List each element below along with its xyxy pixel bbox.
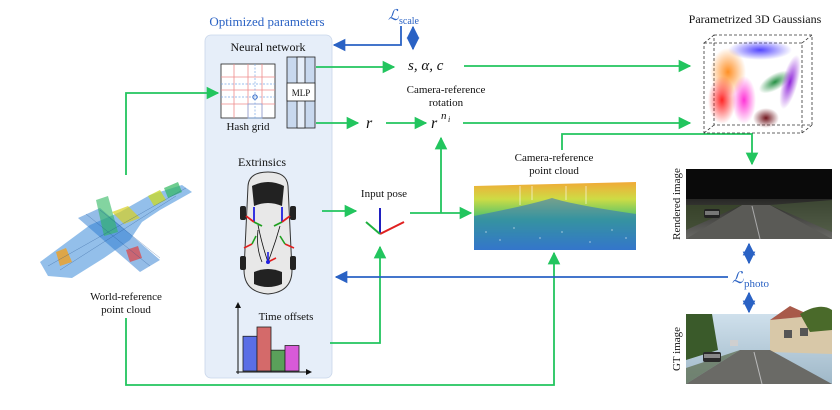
cam-ref-rotation-line1: Camera-reference [407,84,486,96]
time-offsets-label: Time offsets [259,311,314,323]
time-axis-x-arrowhead [306,369,312,375]
world-ref-cloud-line2: point cloud [101,304,151,316]
gt-image-label: GT image [671,327,683,371]
time-offsets-to-pose-arrow [330,245,387,344]
cam-ref-cloud-line1: Camera-reference [515,152,594,164]
world-point-cloud-image [40,182,192,278]
loss-scale-to-network-arrow [332,26,402,52]
car-top-view-icon [240,171,296,295]
rendered-image [686,169,832,240]
time-axis-y-arrowhead [235,302,241,308]
time-offset-bar-1 [242,335,258,372]
camera-point-cloud-image [474,182,636,250]
world-cloud-to-camera-cloud-arrow [125,251,561,386]
rotation-rn-subscript: i [448,115,450,124]
mlp-label: MLP [292,88,311,98]
loss-scale-subscript: scale [399,16,420,27]
gaussians-3d-box [703,34,813,134]
world-ref-cloud-line1: World-reference [90,291,162,303]
scale-opacity-color-symbols: s, α, c [408,58,444,74]
input-pose-label: Input pose [361,188,407,200]
cam-ref-cloud-line2: point cloud [529,165,579,177]
neural-network-label: Neural network [231,40,306,54]
rotation-rn-exponent: n [441,110,447,122]
rotation-r-symbol: r [366,115,373,132]
panel-title: Optimized parameters [209,14,324,29]
loss-photo-subscript: photo [744,278,770,290]
rotation-rn-base: r [431,115,438,132]
mlp-block [286,56,316,129]
time-offset-bar-3 [270,349,286,372]
time-offsets-chart [235,302,312,375]
gaussians-title: Parametrized 3D Gaussians [689,12,822,26]
cloud-to-gaussians-arrow [561,133,753,150]
time-offset-bar-4 [284,345,300,372]
extrinsics-label: Extrinsics [238,155,286,169]
time-offset-bar-2 [256,326,272,372]
loss-photo-symbol: ℒ [732,270,744,287]
rendered-image-label: Rendered image [671,168,683,240]
hash-grid-label: Hash grid [226,121,270,133]
hash-grid-icon [220,63,276,119]
cam-ref-rotation-line2: rotation [429,97,464,109]
world-cloud-to-network-arrow [125,86,220,175]
gt-image [686,306,832,385]
loss-scale-symbol: ℒ [388,8,400,24]
input-pose-axes-icon [365,208,405,235]
